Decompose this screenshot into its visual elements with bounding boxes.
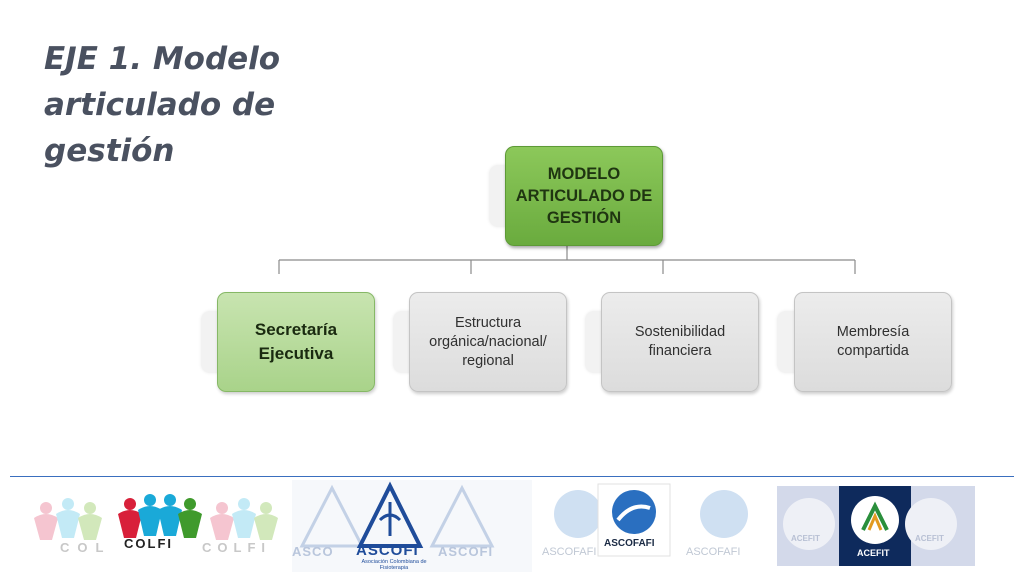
ascofi-ghost-label-2: ASCOFI — [438, 544, 494, 559]
org-chart: MODELO ARTICULADO DE GESTIÓN Secretaría … — [201, 146, 952, 392]
colfi-ghost-label: COL — [60, 540, 112, 555]
acefit-logo: ACEFIT ACEFIT ACEFIT — [777, 486, 975, 566]
child-node-label: Estructura orgánica/nacional/ regional — [429, 314, 547, 369]
ascofi-logo: ASCO ASCOFI Asociación Colombiana de Fis… — [292, 480, 532, 572]
root-node-label: MODELO ARTICULADO DE GESTIÓN — [515, 165, 653, 227]
colfi-logo: COL COLFI COLFI — [26, 480, 292, 572]
ascofafi-globe-icon — [554, 483, 748, 557]
slide-title: EJE 1. Modelo articulado de gestión — [44, 41, 281, 169]
child-node-label: Sostenibilidad financiera — [634, 324, 726, 359]
child-node-sostenibilidad: Sostenibilidad financiera — [601, 292, 759, 392]
ascofafi-ghost-label-2: ASCOFAFI — [686, 546, 741, 558]
child-node-membresia: Membresía compartida — [794, 292, 952, 392]
colfi-ghost-label-2: COLFI — [202, 540, 271, 555]
child-node-label: Membresía compartida — [836, 324, 910, 359]
acefit-ghost-label-2: ACEFIT — [915, 534, 944, 543]
child-node-label: Secretaría Ejecutiva — [254, 320, 338, 363]
connector-lines — [278, 246, 856, 274]
colfi-figures-icon — [34, 494, 278, 540]
acefit-emblem-icon — [783, 486, 957, 566]
ascofi-label: ASCOFI — [356, 542, 419, 559]
colfi-label: COLFI — [124, 536, 173, 551]
footer-divider — [10, 476, 1014, 477]
ascofi-triangle-icon — [299, 481, 495, 548]
acefit-label: ACEFIT — [857, 548, 890, 558]
ascofafi-ghost-label: ASCOFAFI — [542, 546, 597, 558]
child-node-estructura: Estructura orgánica/nacional/ regional — [409, 292, 567, 392]
ascofi-ghost-label: ASCO — [292, 544, 334, 559]
ascofi-subtitle: Asociación Colombiana de Fisioterapia — [361, 559, 427, 571]
child-node-secretaria: Secretaría Ejecutiva — [217, 292, 375, 392]
ascofafi-label: ASCOFAFI — [604, 538, 655, 549]
acefit-ghost-label: ACEFIT — [791, 534, 820, 543]
ascofafi-logo: ASCOFAFI ASCOFAFI ASCOFAFI — [540, 480, 772, 572]
root-node: MODELO ARTICULADO DE GESTIÓN — [505, 146, 663, 246]
